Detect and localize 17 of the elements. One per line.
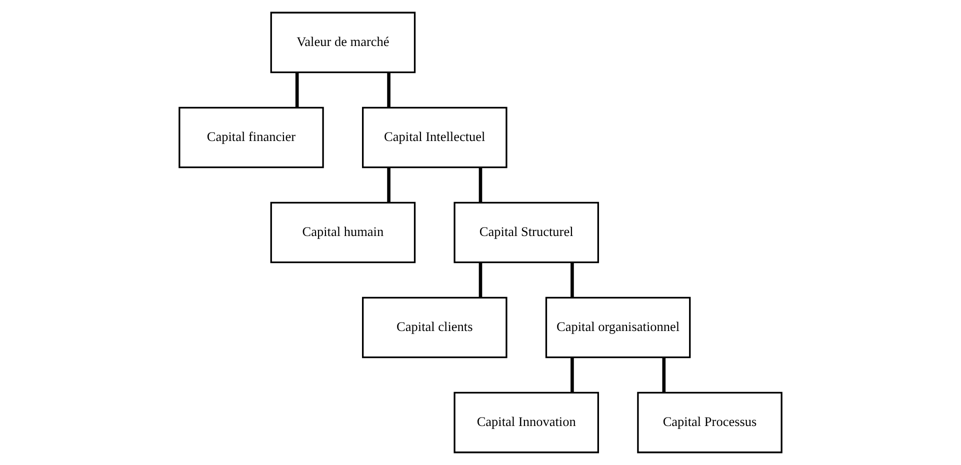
connector — [662, 358, 666, 393]
node-box: Valeur de marché — [270, 12, 416, 74]
connector — [570, 262, 574, 298]
connector — [387, 168, 390, 203]
node-box: Capital humain — [270, 202, 416, 264]
node-box: Capital organisationnel — [545, 296, 691, 358]
node-box: Capital Innovation — [454, 392, 599, 454]
node-box: Capital clients — [362, 296, 508, 358]
connector — [478, 262, 482, 298]
connector — [295, 72, 299, 108]
connector — [387, 72, 390, 108]
node-box: Capital Intellectuel — [362, 106, 508, 168]
node-box: Capital financier — [178, 106, 324, 168]
connector — [478, 168, 482, 203]
node-box: Capital Processus — [637, 392, 782, 454]
node-box: Capital Structurel — [454, 202, 599, 264]
connector — [570, 358, 574, 393]
